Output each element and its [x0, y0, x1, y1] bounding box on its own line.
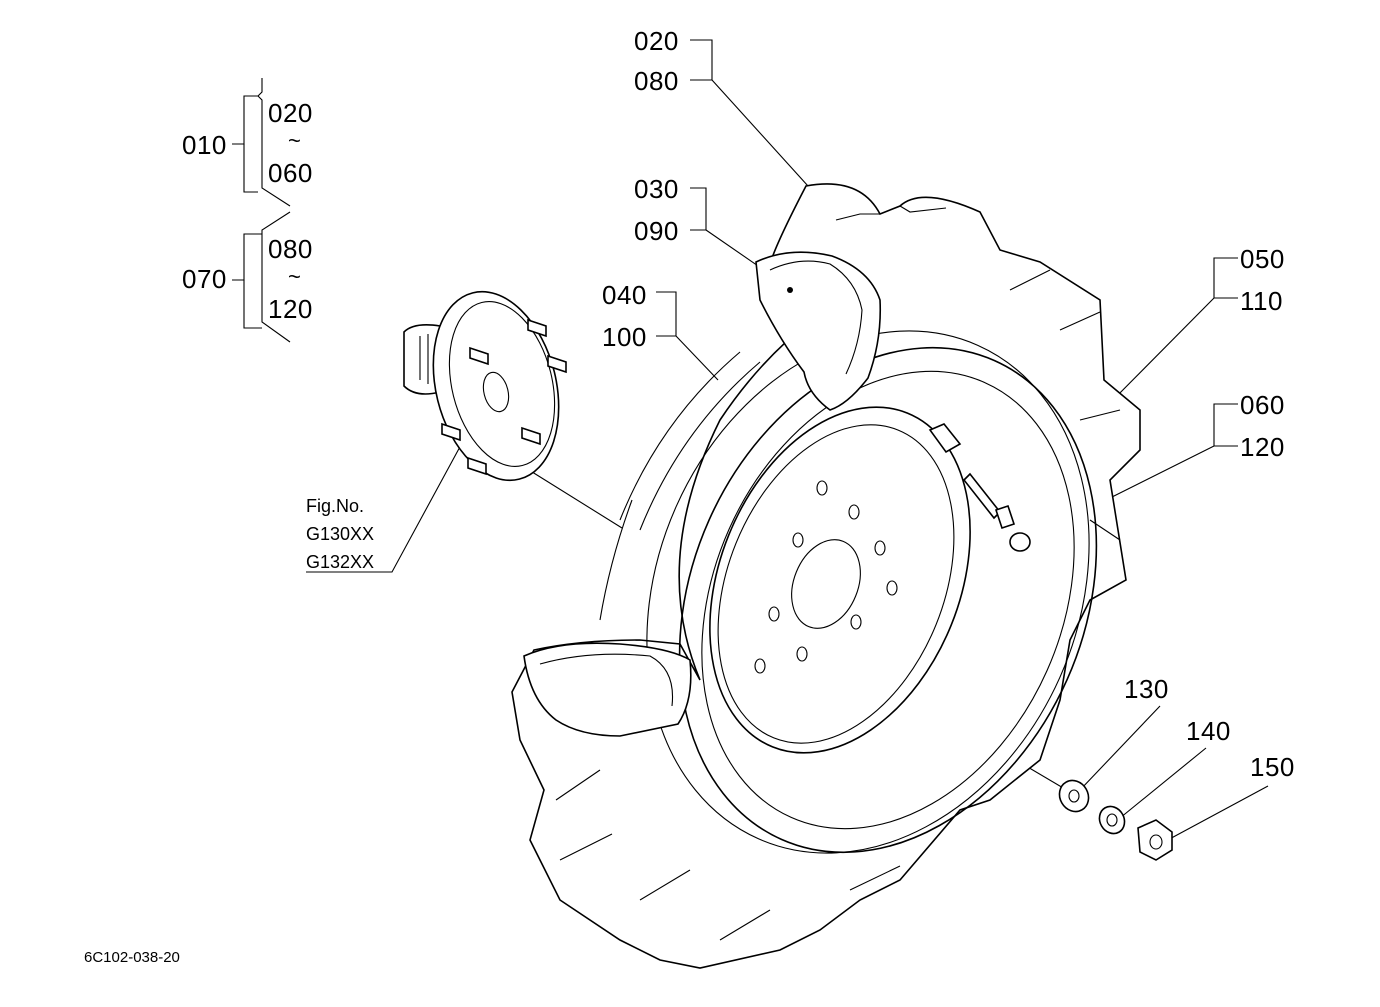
group-070-to: 120 — [268, 294, 313, 324]
hub-assembly — [403, 290, 567, 482]
nut-150 — [1137, 819, 1173, 861]
callout-120: 120 — [1240, 432, 1285, 462]
rim-bolt-holes — [754, 480, 898, 674]
washer-130 — [1058, 779, 1090, 813]
fig-ref-code-2: G132XX — [306, 552, 375, 572]
callout-100: 100 — [602, 322, 647, 352]
group-070-id: 070 — [182, 264, 227, 294]
fig-ref-label: Fig.No. — [306, 496, 365, 516]
fig-ref-code-1: G130XX — [306, 524, 375, 544]
callout-130: 130 — [1124, 674, 1169, 704]
hub-studs — [441, 318, 567, 476]
tube-section-bottom — [523, 642, 692, 737]
group-bracket-070 — [232, 211, 291, 343]
callout-060: 060 — [1240, 390, 1285, 420]
callout-150: 150 — [1250, 752, 1295, 782]
washer-140 — [1098, 805, 1126, 835]
tube-section-top — [755, 251, 882, 411]
group-010-from: 020 — [268, 98, 313, 128]
drawing-code: 6C102-038-20 — [84, 949, 180, 966]
group-010-id: 010 — [182, 130, 227, 160]
rim — [709, 406, 971, 754]
group-010-sep: ~ — [288, 128, 301, 153]
group-010-to: 060 — [268, 158, 313, 188]
callout-040: 040 — [602, 280, 647, 310]
group-070-from: 080 — [268, 234, 313, 264]
callout-050: 050 — [1240, 244, 1285, 274]
callout-110: 110 — [1240, 286, 1283, 316]
callout-080: 080 — [634, 66, 679, 96]
callout-030: 030 — [634, 174, 679, 204]
callout-140: 140 — [1186, 716, 1231, 746]
group-070-sep: ~ — [288, 264, 301, 289]
valve-stem — [928, 423, 1031, 552]
callout-090: 090 — [634, 216, 679, 246]
group-bracket-010 — [232, 78, 291, 207]
callout-020: 020 — [634, 26, 679, 56]
